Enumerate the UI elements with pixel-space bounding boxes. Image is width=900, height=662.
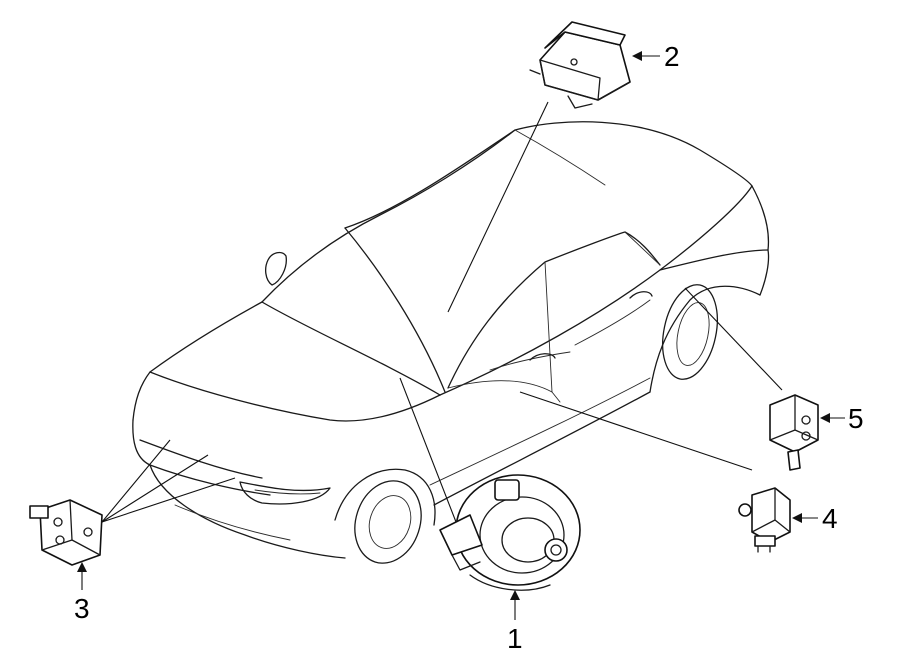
callout-4: 4 (822, 503, 838, 534)
side-sensor-part (738, 487, 791, 553)
front-sensor-part (29, 499, 103, 566)
callout-5: 5 (848, 403, 864, 434)
leader-lines (101, 101, 783, 523)
control-module-part (529, 21, 631, 109)
clockspring-part (439, 474, 581, 591)
callout-labels: 1 2 3 4 5 (74, 41, 864, 654)
callout-1: 1 (507, 623, 523, 654)
callout-arrows (77, 51, 845, 620)
callout-3: 3 (74, 593, 90, 624)
rear-sensor-part (769, 394, 819, 471)
car-outline (132, 121, 770, 564)
callout-2: 2 (664, 41, 680, 72)
